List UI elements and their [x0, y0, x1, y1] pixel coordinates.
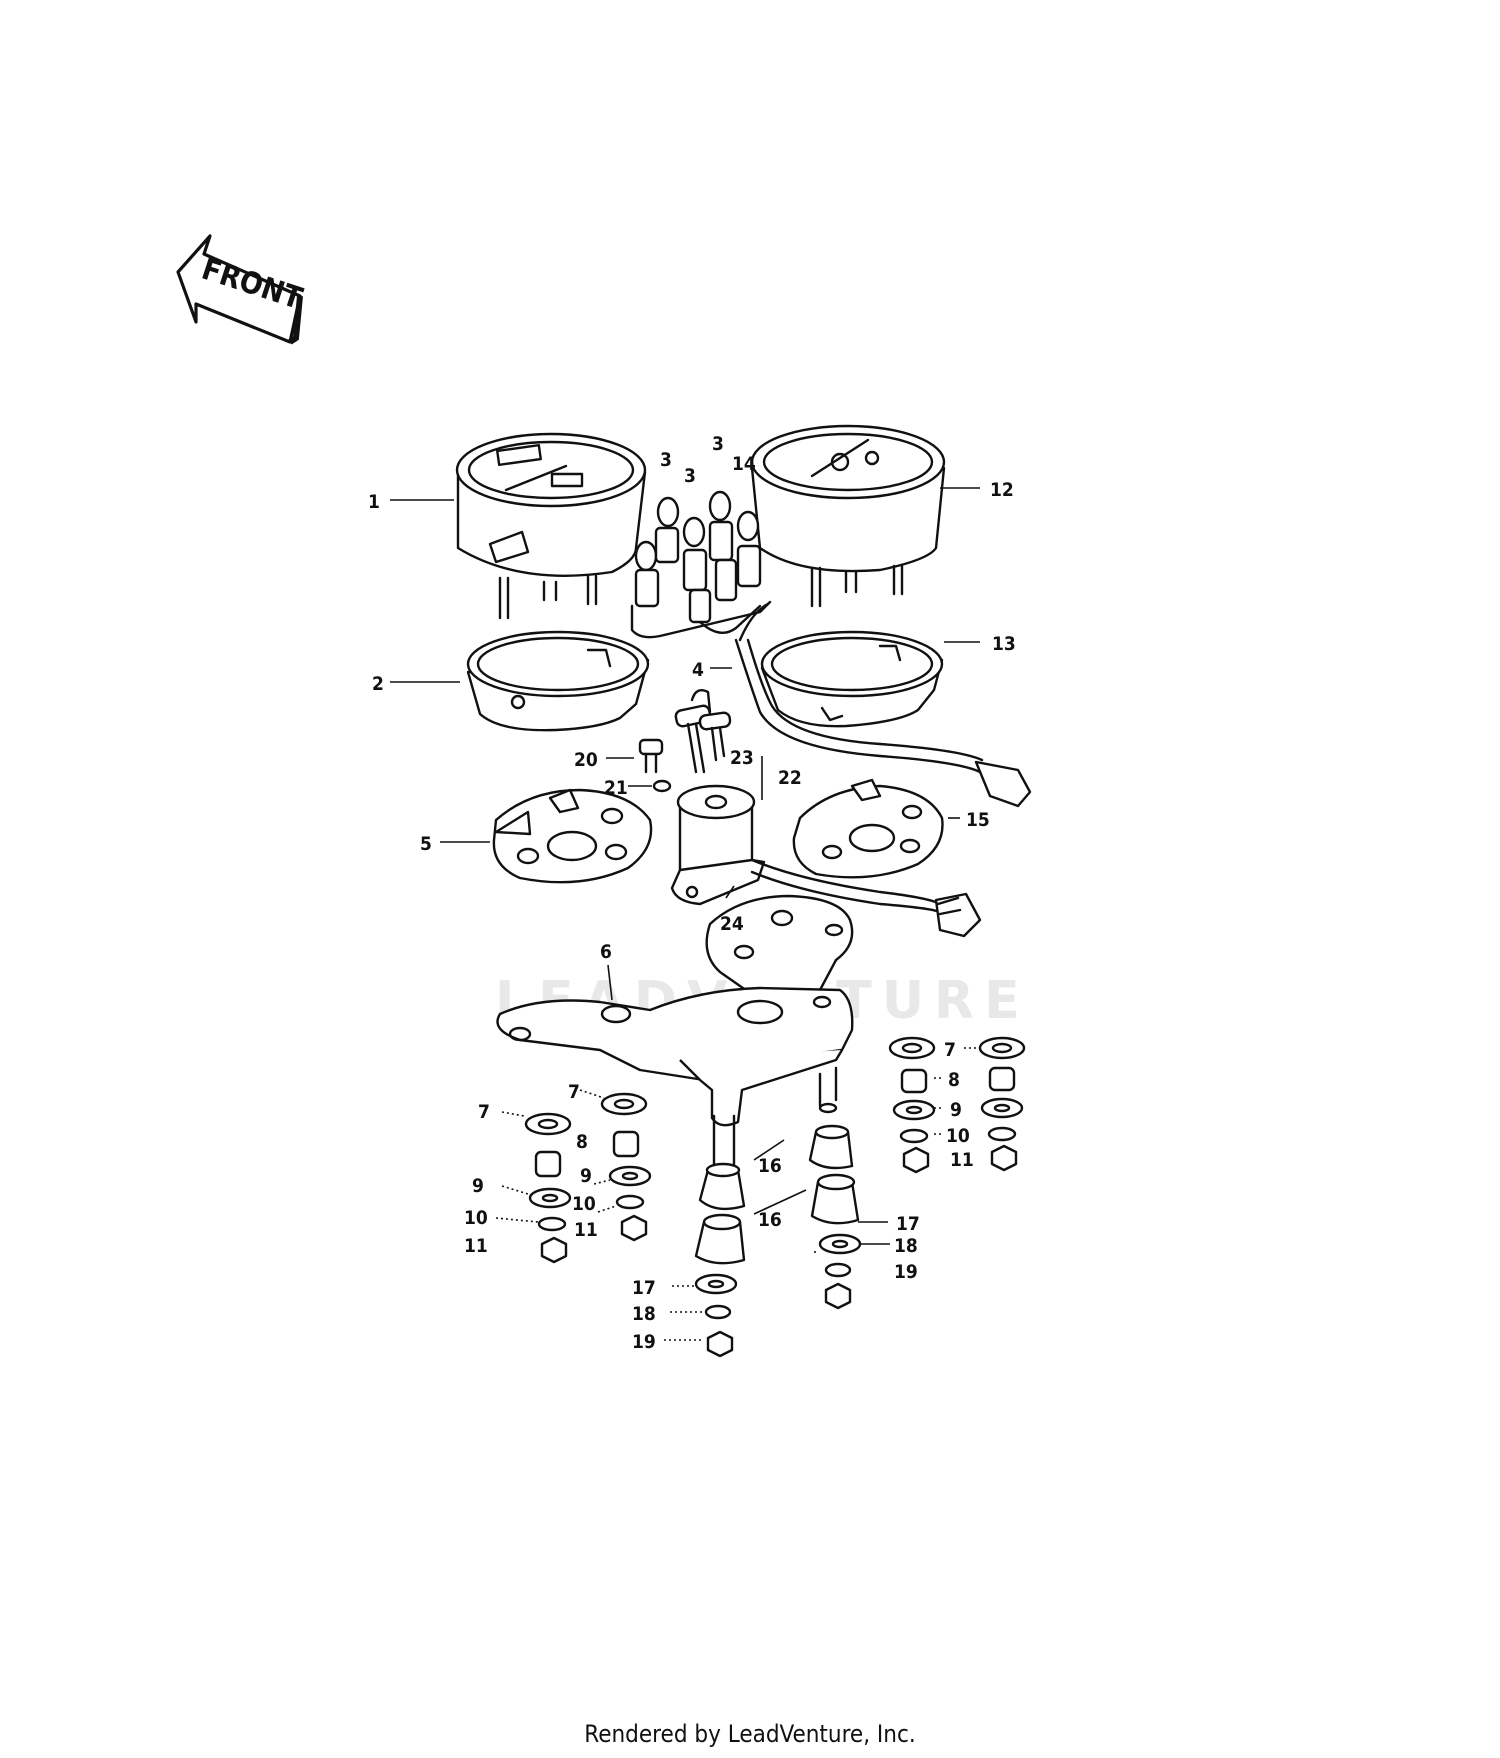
washer-21 [652, 779, 672, 793]
callout-9-right: 9 [950, 1099, 962, 1121]
callout-15: 15 [966, 809, 990, 831]
tachometer-cup [760, 630, 944, 728]
callout-3-left: 3 [660, 449, 672, 471]
callout-20: 20 [574, 749, 598, 771]
callout-3-middle: 3 [684, 465, 696, 487]
callout-5: 5 [420, 833, 432, 855]
callout-17-right: 17 [896, 1213, 920, 1235]
callout-11-left: 11 [464, 1235, 488, 1257]
callout-12: 12 [990, 479, 1014, 501]
callout-8-right: 8 [948, 1069, 960, 1091]
callout-19-right: 19 [894, 1261, 918, 1283]
nut-19-center [706, 1330, 734, 1358]
callout-9-left: 9 [472, 1175, 484, 1197]
callout-18-right: 18 [894, 1235, 918, 1257]
callout-7-right: 7 [944, 1039, 956, 1061]
washer-18-center [704, 1304, 732, 1320]
speedometer-cup [466, 630, 650, 732]
mount-plate-right [792, 778, 944, 879]
speedometer [455, 432, 647, 620]
rubber-cushion-right-lower [810, 1173, 860, 1225]
rubber-cushion-right-upper [808, 1124, 854, 1170]
washer-17-right [818, 1233, 862, 1255]
callout-11-right: 11 [950, 1149, 974, 1171]
callout-10-right: 10 [946, 1125, 970, 1147]
leader-lines [390, 487, 980, 1341]
indicator-bulbs [630, 490, 772, 642]
callout-24: 24 [720, 913, 744, 935]
callout-17-center: 17 [632, 1277, 656, 1299]
bolt-20 [638, 738, 664, 774]
callout-9-middle: 9 [580, 1165, 592, 1187]
callout-10-left: 10 [464, 1207, 488, 1229]
callout-1: 1 [368, 491, 380, 513]
front-arrow-icon: FRONT [176, 234, 307, 345]
ignition-switch [670, 784, 982, 938]
callout-14: 14 [732, 453, 756, 475]
wire-harness [734, 638, 1032, 808]
tachometer [750, 424, 946, 608]
callout-7-left: 7 [478, 1101, 490, 1123]
left-mount-hardware [524, 1092, 652, 1264]
right-mount-hardware [888, 1036, 1026, 1174]
meter-bracket [496, 986, 854, 1181]
callout-4: 4 [692, 659, 704, 681]
callout-19-center: 19 [632, 1331, 656, 1353]
washer-18-right [824, 1262, 852, 1278]
callout-16-upper: 16 [758, 1155, 782, 1177]
callout-23: 23 [730, 747, 754, 769]
washer-17-center [694, 1273, 738, 1295]
footer-credit: Rendered by LeadVenture, Inc. [584, 1720, 916, 1748]
switch-stay [705, 894, 854, 1003]
rubber-cushion-upper [698, 1162, 746, 1211]
callout-13: 13 [992, 633, 1016, 655]
callout-18-center: 18 [632, 1303, 656, 1325]
rubber-cushion-lower [694, 1213, 746, 1265]
callout-7-middle: 7 [568, 1081, 580, 1103]
callout-6: 6 [600, 941, 612, 963]
callout-16-lower: 16 [758, 1209, 782, 1231]
callout-21: 21 [604, 777, 628, 799]
callout-labels: 1 2 3 3 3 14 4 5 6 12 13 15 20 21 23 22 … [368, 433, 1016, 1353]
callout-10-middle: 10 [572, 1193, 596, 1215]
callout-11-middle: 11 [574, 1219, 598, 1241]
callout-8-left: 8 [576, 1131, 588, 1153]
callout-3-right: 3 [712, 433, 724, 455]
callout-22: 22 [778, 767, 802, 789]
callout-2: 2 [372, 673, 384, 695]
ignition-keys [674, 689, 732, 774]
mount-plate-left [492, 788, 653, 884]
nut-19-right [824, 1282, 852, 1310]
